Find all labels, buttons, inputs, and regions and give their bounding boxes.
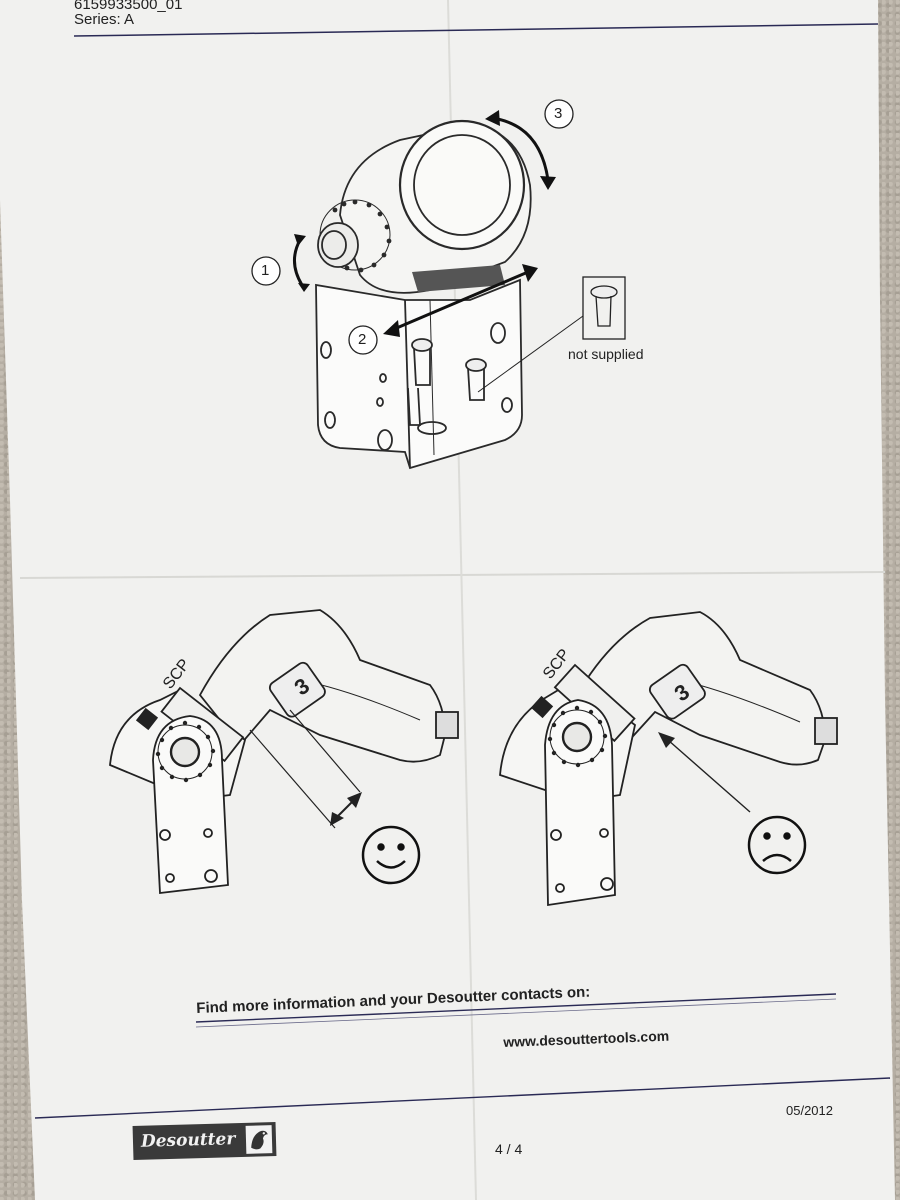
slide-arrow-2 (391, 270, 529, 332)
smiley-face-icon (361, 825, 421, 885)
incorrect-mounting-diagram (499, 611, 838, 907)
screw-2 (465, 358, 487, 401)
bracket-left (152, 715, 229, 895)
step-number-2: 2 (358, 331, 367, 348)
contact-pointer (667, 739, 751, 813)
publication-date: 05/2012 (786, 1103, 833, 1118)
find-more-rule-bottom (195, 998, 837, 1028)
find-more-rule-top (195, 993, 837, 1023)
series-label: Series: A (74, 11, 135, 28)
tool-nut-right (814, 717, 838, 745)
bracket-right (544, 699, 616, 907)
desoutter-logo: Desoutter (132, 1122, 277, 1160)
rotate-arrow-3 (491, 116, 550, 181)
bird-logo-icon (245, 1125, 273, 1154)
screw-3 (407, 387, 421, 426)
doc-number: 6159933500_01 (74, 0, 183, 13)
step-arrows (293, 110, 556, 337)
indexing-holes (332, 199, 392, 273)
step-badges (251, 99, 574, 355)
not-supplied-callout (477, 276, 626, 393)
tool-head-ring (398, 119, 526, 251)
step-number-1: 1 (261, 262, 270, 279)
correct-mounting-diagram (109, 609, 459, 895)
clamp-knob (317, 222, 359, 268)
sad-face-icon (747, 815, 807, 875)
not-supplied-label: not supplied (568, 346, 644, 362)
logo-text: Desoutter (140, 1129, 236, 1152)
footer-rule (34, 1077, 891, 1119)
page-number: 4 / 4 (495, 1141, 523, 1157)
fold-line-horizontal (19, 571, 886, 579)
screw-1 (411, 338, 433, 386)
step-number-3: 3 (554, 105, 563, 122)
tool-nut-left (435, 711, 459, 739)
header-rule (73, 23, 879, 37)
bracket-plate (315, 278, 523, 470)
